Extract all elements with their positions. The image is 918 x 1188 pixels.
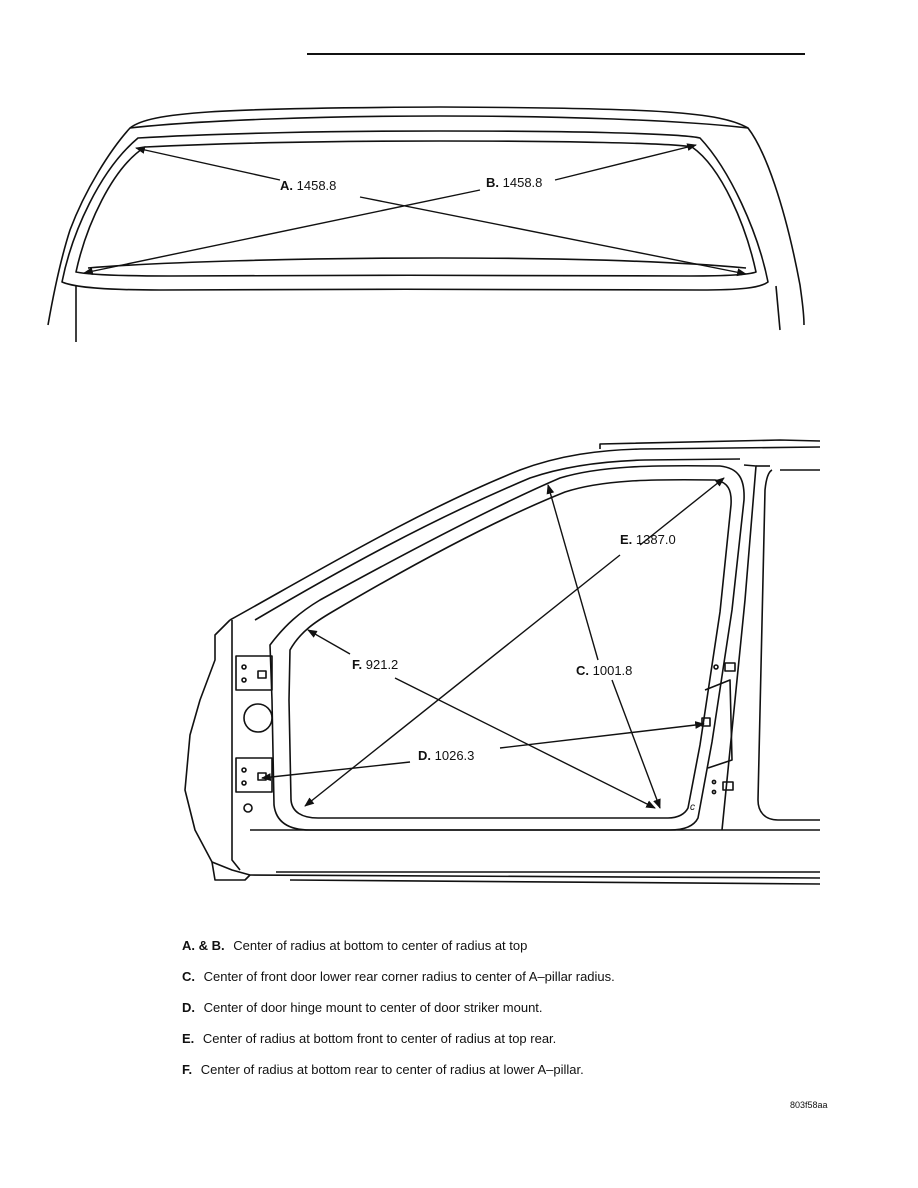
legend-item-c: C. Center of front door lower rear corne…	[182, 969, 615, 984]
dimension-label-f: F. 921.2	[352, 657, 399, 672]
dimension-label-d: D. 1026.3	[418, 748, 475, 763]
legend: A. & B. Center of radius at bottom to ce…	[182, 938, 882, 1093]
legend-item-d: D. Center of door hinge mount to center …	[182, 1000, 543, 1015]
door-opening-diagram	[184, 439, 821, 885]
figure-reference: 803f58aa	[790, 1100, 828, 1110]
windshield-diagram	[47, 106, 805, 342]
legend-item-ab: A. & B. Center of radius at bottom to ce…	[182, 938, 528, 953]
header-rule	[307, 53, 805, 55]
dimension-label-e: E. 1387.0	[620, 532, 676, 547]
dimension-label-c: C. 1001.8	[576, 663, 633, 678]
pillar-mark: c	[690, 802, 695, 813]
dimension-label-a: A. 1458.8	[280, 178, 337, 193]
legend-item-f: F. Center of radius at bottom rear to ce…	[182, 1062, 584, 1077]
dimension-label-b: B. 1458.8	[486, 175, 543, 190]
legend-item-e: E. Center of radius at bottom front to c…	[182, 1031, 557, 1046]
